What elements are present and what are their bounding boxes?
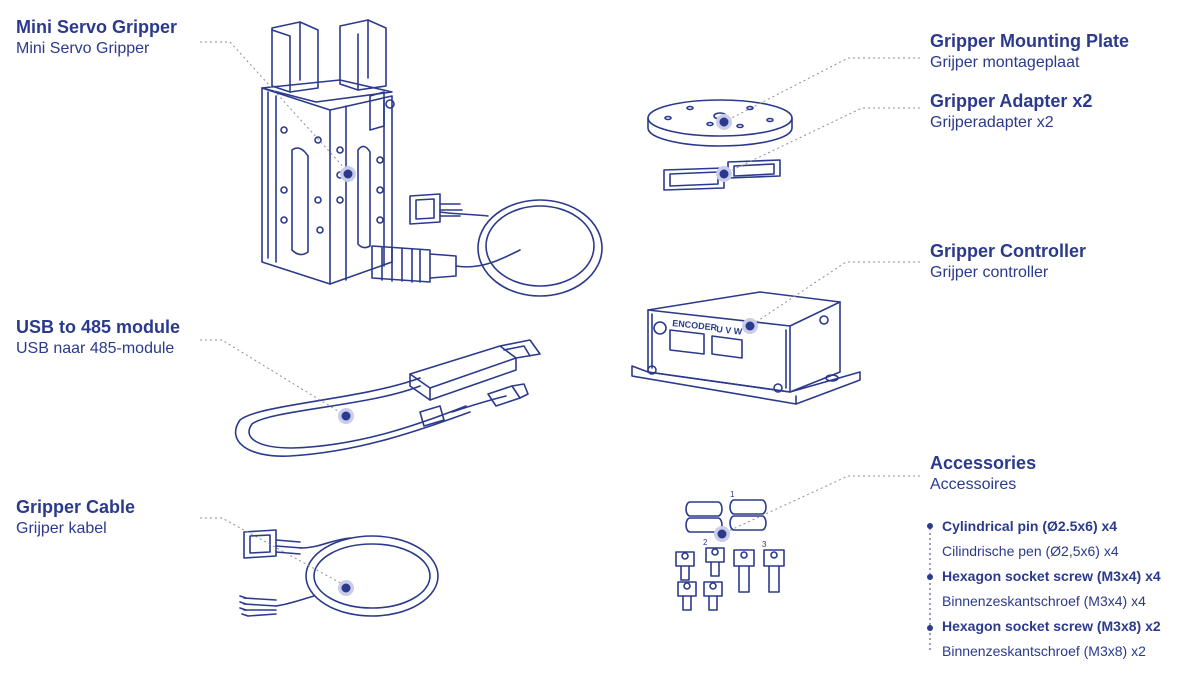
- accessory-3-title: Hexagon socket screw (M3x8) x2: [942, 618, 1161, 634]
- gripper-mounting-plate-subtitle: Grijper montageplaat: [930, 54, 1080, 71]
- label-mini-servo-gripper: Mini Servo Gripper Mini Servo Gripper: [16, 16, 177, 60]
- bullet-1: [927, 523, 933, 529]
- mini-servo-gripper-subtitle: Mini Servo Gripper: [16, 40, 150, 57]
- label-accessories: Accessories Accessoires: [930, 452, 1036, 496]
- accessory-item-title: Cylindrical pin (Ø2.5x6) x4: [942, 514, 1192, 539]
- gripper-mounting-plate-drawing: [647, 99, 793, 147]
- usb-485-module-title: USB to 485 module: [16, 317, 181, 337]
- accessories-subtitle: Accessoires: [930, 476, 1017, 493]
- accessory-2-subtitle: Binnenzeskantschroef (M3x4) x4: [942, 593, 1146, 609]
- usb-485-module-subtitle: USB naar 485-module: [16, 340, 175, 357]
- gripper-controller-subtitle: Grijper controller: [930, 264, 1049, 281]
- label-usb-485-module: USB to 485 module USB naar 485-module: [16, 316, 180, 360]
- label-gripper-adapter: Gripper Adapter x2 Grijperadapter x2: [930, 90, 1092, 134]
- label-gripper-controller: Gripper Controller Grijper controller: [930, 240, 1086, 284]
- leader-lines: [200, 41, 931, 652]
- accessories-drawing: [675, 499, 785, 611]
- accessory-1-subtitle: Cilindrische pen (Ø2,5x6) x4: [942, 543, 1119, 559]
- part-number-3: 3: [762, 540, 767, 549]
- label-gripper-cable: Gripper Cable Grijper kabel: [16, 496, 135, 540]
- accessory-item-title: Hexagon socket screw (M3x4) x4: [942, 564, 1192, 589]
- bullet-2: [927, 574, 933, 580]
- gripper-adapter-title: Gripper Adapter x2: [930, 91, 1093, 111]
- mini-servo-gripper-drawing: [261, 19, 603, 297]
- gripper-cable-drawing: [239, 529, 439, 617]
- accessory-2-title: Hexagon socket screw (M3x4) x4: [942, 568, 1161, 584]
- accessory-item-title: Hexagon socket screw (M3x8) x2: [942, 614, 1192, 639]
- part-number-1: 1: [730, 490, 735, 499]
- markers: [338, 114, 933, 631]
- part-number-2: 2: [703, 538, 708, 547]
- accessories-title: Accessories: [930, 453, 1037, 473]
- gripper-controller-drawing: [631, 291, 861, 405]
- accessories-list: Cylindrical pin (Ø2.5x6) x4 Cilindrische…: [942, 514, 1192, 664]
- usb-485-module-drawing: [234, 339, 541, 457]
- controller-uvw-label: U V W: [716, 324, 743, 337]
- gripper-adapter-drawing: [663, 159, 781, 191]
- accessory-3-subtitle: Binnenzeskantschroef (M3x8) x2: [942, 643, 1146, 659]
- accessory-item-subtitle: Binnenzeskantschroef (M3x4) x4: [942, 589, 1192, 614]
- mini-servo-gripper-title: Mini Servo Gripper: [16, 17, 178, 37]
- controller-encoder-label: ENCODER: [672, 318, 718, 333]
- label-gripper-mounting-plate: Gripper Mounting Plate Grijper montagepl…: [930, 30, 1129, 74]
- accessory-item-subtitle: Cilindrische pen (Ø2,5x6) x4: [942, 539, 1192, 564]
- gripper-adapter-subtitle: Grijperadapter x2: [930, 114, 1054, 131]
- accessory-1-title: Cylindrical pin (Ø2.5x6) x4: [942, 518, 1118, 534]
- bullet-3: [927, 625, 933, 631]
- gripper-controller-title: Gripper Controller: [930, 241, 1087, 261]
- accessory-item-subtitle: Binnenzeskantschroef (M3x8) x2: [942, 639, 1192, 664]
- gripper-cable-title: Gripper Cable: [16, 497, 136, 517]
- gripper-cable-subtitle: Grijper kabel: [16, 520, 107, 537]
- gripper-mounting-plate-title: Gripper Mounting Plate: [930, 31, 1130, 51]
